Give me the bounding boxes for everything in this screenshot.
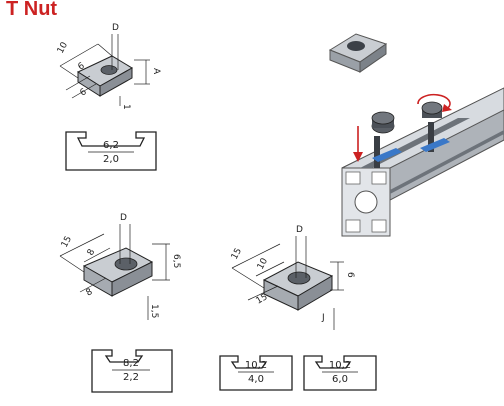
red-rotate-arrow-icon — [417, 93, 452, 112]
t-nut-illustration — [328, 33, 388, 73]
small-nut-width-label: 10 — [56, 40, 70, 55]
small-nut-offset-label: 6 — [79, 87, 89, 99]
small-profile-bottom: 2,0 — [103, 154, 119, 165]
page-title: T Nut — [6, 0, 58, 20]
small-nut-base-label: 1 — [121, 104, 131, 110]
large-nut-width-label: 15 — [230, 247, 244, 262]
medium-nut-width-label: 15 — [60, 235, 74, 250]
large-nut-length-label: 10 — [256, 256, 270, 271]
medium-nut-drawing: 15 8 8 D 6,5 1,5 — [59, 213, 181, 320]
medium-nut-base-label: 1,5 — [149, 304, 159, 318]
medium-nut-dimension-lines — [59, 224, 170, 320]
small-profile-top: 6,2 — [103, 140, 119, 151]
large-nut-base-label: J — [321, 313, 325, 323]
large-profile-b-bottom: 6,0 — [332, 374, 348, 385]
small-nut-thread-label: D — [112, 23, 119, 33]
small-nut-drawing: 10 6 6 D A 1 — [56, 23, 161, 110]
red-insert-arrow-icon — [353, 126, 363, 162]
small-nut-body — [76, 55, 133, 97]
mounting-screw-right — [420, 101, 450, 152]
large-profile-a-top: 10,2 — [245, 360, 267, 371]
large-profile-b-top: 10,2 — [329, 360, 351, 371]
small-nut-dimension-lines — [59, 34, 150, 106]
large-nut-drawing: 15 10 15 D 6 J — [230, 225, 355, 330]
mounting-screw-left — [371, 111, 402, 168]
large-nut-thread-label: D — [296, 225, 303, 235]
medium-nut-offset-label: 8 — [85, 287, 95, 299]
small-nut-profile: 6,2 2,0 — [65, 131, 157, 171]
medium-profile-bottom: 2,2 — [123, 372, 139, 383]
medium-nut-profile: 8,2 2,2 — [91, 349, 173, 393]
large-nut-dimension-lines — [231, 236, 344, 330]
large-nut-profile-a: 10,2 4,0 — [219, 355, 293, 391]
medium-nut-thread-label: D — [120, 213, 127, 223]
large-profile-a-bottom: 4,0 — [248, 374, 264, 385]
large-nut-profile-b: 10,2 6,0 — [303, 355, 377, 391]
medium-nut-body — [82, 247, 154, 297]
small-nut-height-label: A — [151, 68, 161, 75]
large-nut-offset-label: 15 — [255, 292, 270, 306]
small-nut-length-label: 6 — [77, 61, 87, 73]
large-nut-height-label: 6 — [345, 272, 355, 278]
medium-nut-length-label: 8 — [86, 247, 98, 257]
medium-nut-height-label: 6,5 — [171, 254, 181, 268]
aluminum-extrusion — [341, 87, 504, 237]
large-nut-body — [262, 261, 334, 311]
medium-profile-top: 8,2 — [123, 358, 139, 369]
